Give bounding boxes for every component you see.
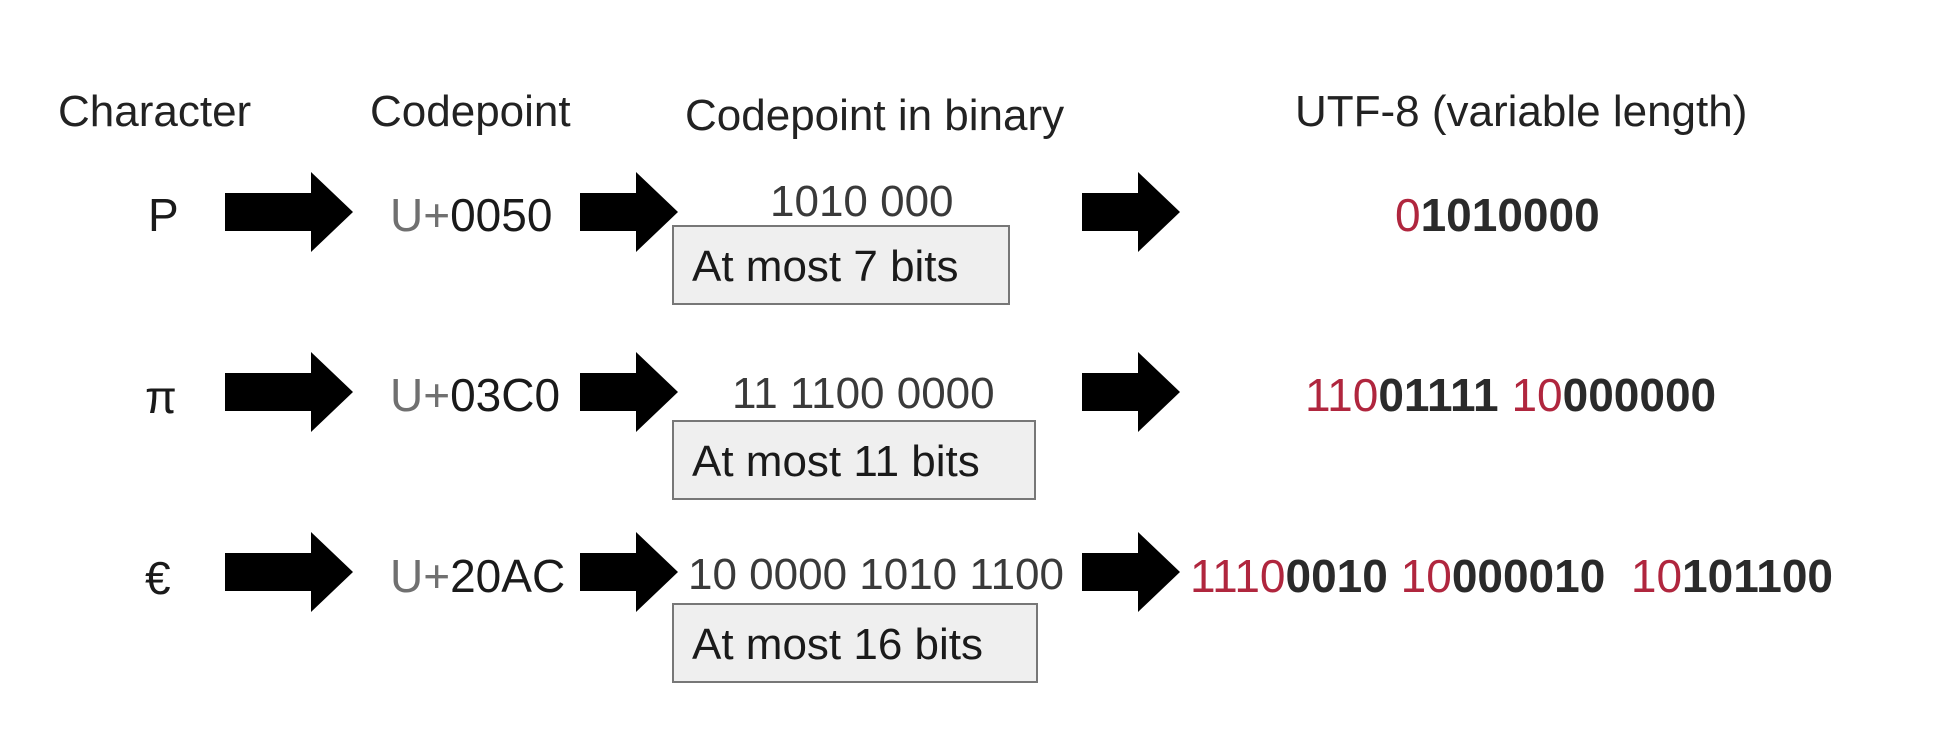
binary-row-1: 1010 000 (770, 177, 954, 226)
utf8-encoding-row-3: 11100010 10000010 10101100 (1190, 553, 1833, 599)
utf8-payload-bits: 0010 (1285, 550, 1388, 602)
codepoint-value: 03C0 (450, 369, 561, 421)
character-pi: π (145, 371, 177, 423)
arrow-right-icon (580, 172, 678, 252)
utf8-encoding-row-1: 01010000 (1395, 192, 1600, 238)
arrow-right-icon (225, 532, 353, 612)
utf8-payload-bits: 000010 (1451, 550, 1606, 602)
character-p: P (148, 189, 179, 241)
utf8-prefix-bits: 1110 (1190, 550, 1286, 602)
bit-limit-note-row-3: At most 16 bits (672, 603, 1038, 683)
arrow-right-icon (225, 352, 353, 432)
header-codepoint: Codepoint (370, 87, 571, 136)
utf8-prefix-bits: 10 (1511, 369, 1563, 421)
utf8-payload-bits: 1010000 (1420, 189, 1600, 241)
arrow-right-icon (1082, 352, 1180, 432)
utf8-byte-gap (1499, 369, 1512, 421)
codepoint-row-3: U+20AC (390, 553, 565, 599)
utf8-payload-bits: 101100 (1682, 550, 1834, 602)
utf8-payload-bits: 000000 (1562, 369, 1717, 421)
utf8-prefix-bits: 0 (1395, 189, 1421, 241)
header-character: Character (58, 87, 252, 136)
header-codepoint-binary: Codepoint in binary (685, 91, 1065, 140)
bit-limit-note-row-2: At most 11 bits (672, 420, 1036, 500)
utf8-encoding-row-2: 11001111 10000000 (1305, 372, 1716, 418)
utf8-prefix-bits: 110 (1305, 369, 1379, 421)
arrow-right-icon (580, 532, 678, 612)
utf8-prefix-bits: 10 (1400, 550, 1452, 602)
utf8-prefix-bits: 10 (1630, 550, 1683, 602)
arrow-right-icon (225, 172, 353, 252)
codepoint-row-1: U+0050 (390, 192, 552, 238)
codepoint-prefix: U+ (390, 189, 451, 241)
codepoint-prefix: U+ (390, 550, 451, 602)
binary-row-2: 11 1100 0000 (732, 369, 995, 418)
arrow-right-icon (1082, 172, 1180, 252)
codepoint-value: 20AC (450, 550, 566, 602)
utf8-byte-gap (1605, 550, 1631, 602)
codepoint-row-2: U+03C0 (390, 372, 560, 418)
character-euro: € (145, 552, 171, 604)
utf8-byte-gap (1388, 550, 1401, 602)
arrow-right-icon (580, 352, 678, 432)
header-utf8: UTF-8 (variable length) (1295, 87, 1748, 136)
arrow-right-icon (1082, 532, 1180, 612)
utf8-payload-bits: 01111 (1378, 369, 1499, 421)
codepoint-value: 0050 (450, 189, 553, 241)
codepoint-prefix: U+ (390, 369, 451, 421)
binary-row-3: 10 0000 1010 1100 (688, 550, 1064, 599)
bit-limit-note-row-1: At most 7 bits (672, 225, 1010, 305)
